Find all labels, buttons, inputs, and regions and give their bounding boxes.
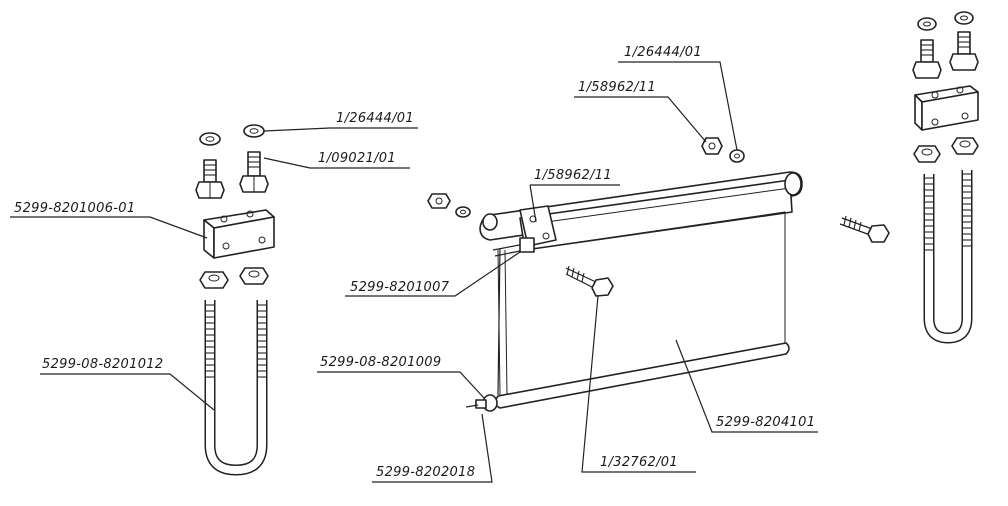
- bolt-under-roller: [565, 265, 614, 297]
- nut-right-2: [951, 137, 979, 155]
- washer-right-2: [954, 11, 974, 25]
- nut-center-left: [427, 193, 451, 209]
- bolt-left-1: [195, 159, 225, 199]
- end-fitting: [465, 394, 498, 412]
- roller-screen-assembly: [465, 171, 803, 412]
- nut-left-1: [199, 271, 229, 289]
- label-bracket-left: 5299-8201006-01: [14, 201, 135, 216]
- bracket-right: [914, 85, 979, 131]
- label-pin: 5299-8202018: [376, 465, 475, 480]
- label-top-nut: 1/58962/11: [578, 80, 656, 95]
- label-end-fitting: 5299-08-8201009: [320, 355, 441, 370]
- label-bolt-left: 1/09021/01: [318, 151, 396, 166]
- right-fastener-assembly: [912, 11, 979, 344]
- label-washer-left: 1/26444/01: [336, 111, 414, 126]
- washer-top-center: [729, 149, 745, 163]
- washer-right-1: [917, 17, 937, 31]
- u-bolt-right: [923, 170, 973, 344]
- bolt-left-2: [239, 151, 269, 193]
- bolt-right-1: [912, 39, 942, 79]
- label-top-washer: 1/26444/01: [624, 45, 702, 60]
- bolt-right-2: [949, 31, 979, 71]
- washer-center-left: [455, 206, 471, 218]
- nut-top-center: [701, 137, 723, 155]
- label-bottom-bolt: 1/32762/01: [600, 455, 678, 470]
- washer-left-small: [199, 132, 221, 146]
- bracket-left: [203, 209, 275, 259]
- label-clamp-center: 5299-8201007: [350, 280, 450, 295]
- label-nut-center: 1/58962/11: [534, 168, 612, 183]
- label-ubolt-left: 5299-08-8201012: [42, 357, 163, 372]
- nut-left-2: [239, 267, 269, 285]
- bolt-right-of-roller: [839, 215, 890, 243]
- clamp-center: [492, 237, 535, 257]
- washer-left-large: [243, 124, 265, 138]
- label-screen-assembly: 5299-8204101: [716, 415, 815, 430]
- leader-lines: [10, 61, 818, 483]
- nut-right-1: [913, 145, 941, 163]
- u-bolt-left: [204, 300, 268, 476]
- left-fastener-assembly: [195, 124, 275, 476]
